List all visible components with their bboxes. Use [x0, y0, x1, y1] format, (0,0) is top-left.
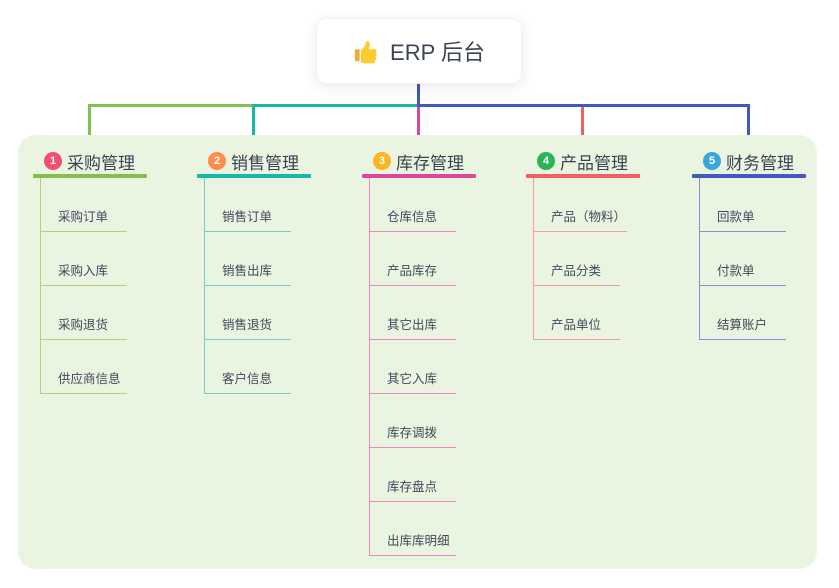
branch-items: 仓库信息 产品库存 其它出库 其它入库 库存调拨 库存盘点 出库库明细 [369, 178, 456, 556]
branch-title-label: 财务管理 [726, 153, 794, 173]
branch-title-label: 销售管理 [231, 153, 299, 173]
node-item[interactable]: 付款单 [700, 232, 786, 286]
root-node[interactable]: ERP 后台 [316, 18, 522, 84]
node-item[interactable]: 采购入库 [41, 232, 127, 286]
node-item[interactable]: 库存调拨 [370, 394, 456, 448]
node-item[interactable]: 其它入库 [370, 340, 456, 394]
branch-product: 4 产品管理 产品（物料） 产品分类 产品单位 [526, 148, 640, 340]
branch-title-label: 库存管理 [396, 153, 464, 173]
node-item[interactable]: 库存盘点 [370, 448, 456, 502]
branch-title[interactable]: 5 财务管理 [692, 148, 806, 174]
connector-drop-inventory [417, 107, 420, 148]
branch-badge: 2 [208, 152, 226, 170]
node-item[interactable]: 销售订单 [205, 178, 291, 232]
branch-purchase: 1 采购管理 采购订单 采购入库 采购退货 供应商信息 [33, 148, 147, 394]
branch-finance: 5 财务管理 回款单 付款单 结算账户 [692, 148, 806, 340]
branch-items: 销售订单 销售出库 销售退货 客户信息 [204, 178, 291, 394]
node-item[interactable]: 回款单 [700, 178, 786, 232]
branch-sales: 2 销售管理 销售订单 销售出库 销售退货 客户信息 [197, 148, 311, 394]
node-item[interactable]: 仓库信息 [370, 178, 456, 232]
branch-underline [692, 174, 806, 178]
root-label: ERP 后台 [390, 40, 485, 65]
branch-items: 采购订单 采购入库 采购退货 供应商信息 [40, 178, 127, 394]
branch-badge: 5 [703, 152, 721, 170]
branch-underline [197, 174, 311, 178]
node-item[interactable]: 采购订单 [41, 178, 127, 232]
node-item[interactable]: 销售出库 [205, 232, 291, 286]
connector-bus-sales [252, 104, 420, 107]
node-item[interactable]: 产品库存 [370, 232, 456, 286]
branch-title[interactable]: 4 产品管理 [526, 148, 640, 174]
branch-title-label: 产品管理 [560, 153, 628, 173]
branch-badge: 3 [373, 152, 391, 170]
node-item[interactable]: 出库库明细 [370, 502, 456, 556]
branch-underline [526, 174, 640, 178]
branch-title[interactable]: 3 库存管理 [362, 148, 476, 174]
branch-title-label: 采购管理 [67, 153, 135, 173]
node-item[interactable]: 其它出库 [370, 286, 456, 340]
thumbs-up-icon [353, 38, 380, 65]
connector-drop-finance [747, 104, 750, 148]
branches-panel [18, 135, 817, 569]
branch-badge: 1 [44, 152, 62, 170]
node-item[interactable]: 供应商信息 [41, 340, 127, 394]
connector-bus-finance [417, 104, 750, 107]
branch-underline [33, 174, 147, 178]
connector-drop-sales [252, 104, 255, 148]
branch-inventory: 3 库存管理 仓库信息 产品库存 其它出库 其它入库 库存调拨 库存盘点 出库库… [362, 148, 476, 556]
node-item[interactable]: 客户信息 [205, 340, 291, 394]
node-item[interactable]: 结算账户 [700, 286, 786, 340]
branch-title[interactable]: 2 销售管理 [197, 148, 311, 174]
connector-bus-purchase [88, 104, 255, 107]
branch-underline [362, 174, 476, 178]
node-item[interactable]: 销售退货 [205, 286, 291, 340]
branch-items: 回款单 付款单 结算账户 [699, 178, 786, 340]
connector-root-vertical [417, 84, 420, 105]
node-item[interactable]: 产品（物料） [534, 178, 628, 232]
node-item[interactable]: 产品分类 [534, 232, 620, 286]
node-item[interactable]: 采购退货 [41, 286, 127, 340]
branch-title[interactable]: 1 采购管理 [33, 148, 147, 174]
branch-badge: 4 [537, 152, 555, 170]
node-item[interactable]: 产品单位 [534, 286, 620, 340]
branch-items: 产品（物料） 产品分类 产品单位 [533, 178, 628, 340]
connector-drop-product [581, 107, 584, 148]
connector-drop-purchase [88, 104, 91, 148]
